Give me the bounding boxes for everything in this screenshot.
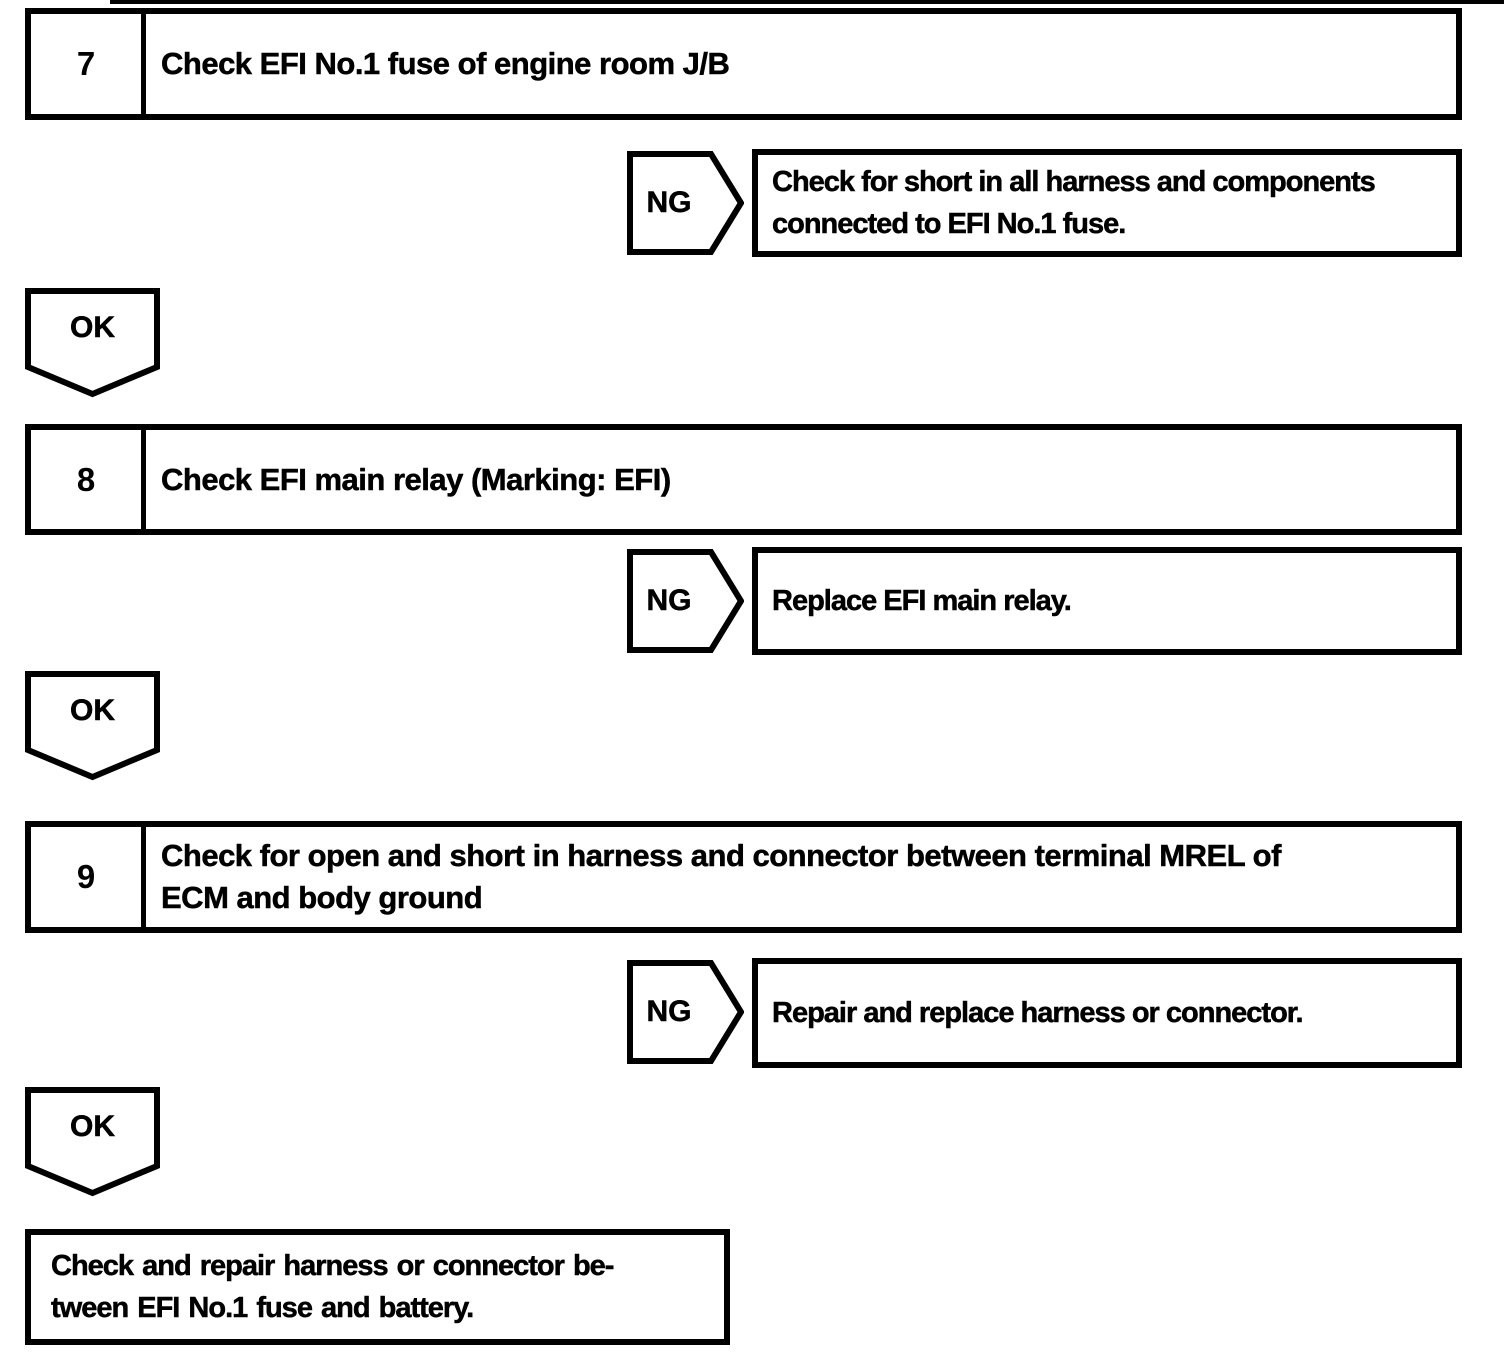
final-action-text: Check and repair harness or connector be…: [51, 1250, 615, 1325]
ng-arrow-step-9: NG: [627, 960, 744, 1064]
ng-action-text-7: Check for short in all harness and compo…: [772, 166, 1376, 241]
ng-action-box-8: Replace EFI main relay.: [752, 547, 1462, 655]
ok-label: OK: [70, 1109, 116, 1143]
ng-action-text-8: Replace EFI main relay.: [772, 585, 1072, 618]
step-number-9: 9: [31, 827, 146, 927]
ng-arrow-icon: [627, 151, 744, 255]
step-box-7: 7 Check EFI No.1 fuse of engine room J/B: [25, 8, 1462, 120]
step-title-8: Check EFI main relay (Marking: EFI): [161, 461, 672, 497]
ng-arrow-icon: [627, 549, 744, 653]
ng-action-box-7: Check for short in all harness and compo…: [752, 149, 1462, 257]
ng-label: NG: [646, 584, 692, 618]
step-box-8: 8 Check EFI main relay (Marking: EFI): [25, 424, 1462, 535]
step-title-7: Check EFI No.1 fuse of engine room J/B: [161, 46, 730, 82]
step-box-9: 9 Check for open and short in harness an…: [25, 821, 1462, 933]
ng-arrow-step-7: NG: [627, 151, 744, 255]
ng-arrow-step-8: NG: [627, 549, 744, 653]
ok-arrow-step-8: OK: [25, 671, 160, 781]
final-action-box: Check and repair harness or connector be…: [25, 1229, 730, 1345]
step-number-8: 8: [31, 430, 146, 529]
step-number-7: 7: [31, 14, 146, 114]
ok-arrow-step-9: OK: [25, 1087, 160, 1197]
ng-label: NG: [646, 995, 692, 1029]
ok-arrow-step-7: OK: [25, 288, 160, 398]
ng-arrow-icon: [627, 960, 744, 1064]
scan-artifact-line: [110, 0, 1504, 4]
ok-arrow-icon: [25, 1087, 160, 1197]
ok-label: OK: [70, 310, 116, 344]
ng-action-box-9: Repair and replace harness or connector.: [752, 958, 1462, 1068]
step-title-9: Check for open and short in harness and …: [161, 838, 1282, 916]
ng-label: NG: [646, 186, 692, 220]
ok-arrow-icon: [25, 671, 160, 781]
ok-arrow-icon: [25, 288, 160, 398]
ok-label: OK: [70, 693, 116, 727]
ng-action-text-9: Repair and replace harness or connector.: [772, 997, 1304, 1030]
